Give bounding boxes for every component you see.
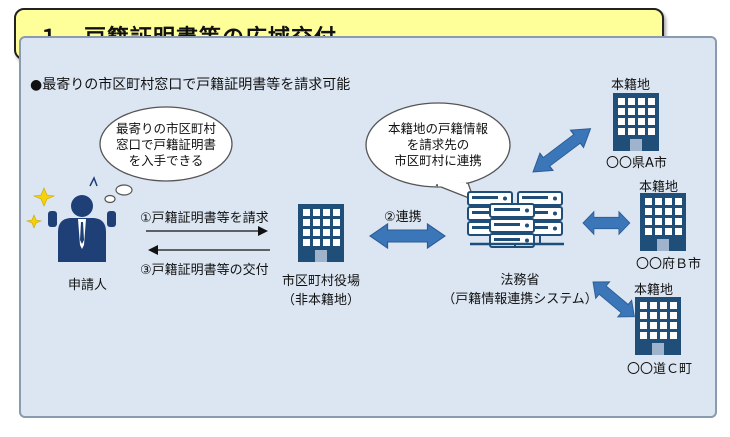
link-label: ②連携 — [384, 210, 422, 225]
sparkle-icon — [25, 187, 56, 229]
applicant-bubble-line: を入手できる — [128, 153, 204, 168]
ministry-label: 法務省 （戸籍情報連携システム） — [440, 269, 600, 307]
b-city-building-icon — [640, 193, 686, 251]
b-city-heading: 本籍地 — [639, 180, 679, 195]
ministry-system: （戸籍情報連携システム） — [442, 292, 598, 307]
ministry-bubble-text: 本籍地の戸籍情報 を請求先の 市区町村に連携 — [376, 121, 500, 169]
applicant-bubble-text: 最寄りの市区町村 窓口で戸籍証明書 を入手できる — [106, 121, 226, 169]
applicant-person-icon — [48, 176, 116, 262]
ministry-bubble-line: 市区町村に連携 — [394, 153, 482, 168]
applicant-label: 申請人 — [68, 278, 108, 293]
municipal-office-building-icon — [298, 204, 344, 262]
municipal-office-name: 市区町村役場 — [281, 274, 360, 289]
municipal-office-label: 市区町村役場 （非本籍地） — [276, 270, 366, 308]
ministry-name: 法務省 — [500, 273, 540, 288]
a-city-name: 〇〇県A市 — [606, 156, 667, 171]
arrow-to-b-city — [582, 211, 631, 235]
ministry-speech-bubble — [365, 102, 511, 202]
request-arrow — [146, 226, 268, 236]
municipal-office-note: （非本籍地） — [281, 293, 360, 308]
ministry-bubble-line: 本籍地の戸籍情報 — [387, 121, 488, 136]
applicant-bubble-line: 窓口で戸籍証明書 — [115, 137, 216, 152]
link-arrow — [369, 223, 446, 249]
applicant-thought-bubble — [99, 106, 233, 204]
delivery-label: ③戸籍証明書等の交付 — [140, 263, 269, 278]
request-label: ①戸籍証明書等を請求 — [140, 211, 269, 226]
ministry-bubble-line: を請求先の — [406, 137, 470, 152]
c-town-heading: 本籍地 — [634, 283, 674, 298]
a-city-building-icon — [613, 93, 659, 151]
a-city-heading: 本籍地 — [611, 78, 651, 93]
c-town-building-icon — [635, 297, 681, 355]
subtitle: ●最寄りの市区町村窓口で戸籍証明書等を請求可能 — [30, 77, 351, 93]
b-city-name: 〇〇府Ｂ市 — [636, 257, 702, 272]
delivery-arrow — [148, 245, 270, 255]
applicant-bubble-line: 最寄りの市区町村 — [115, 121, 216, 136]
arrow-to-a-city — [525, 119, 598, 182]
c-town-name: 〇〇道Ｃ町 — [627, 362, 693, 377]
server-icon — [467, 191, 564, 248]
